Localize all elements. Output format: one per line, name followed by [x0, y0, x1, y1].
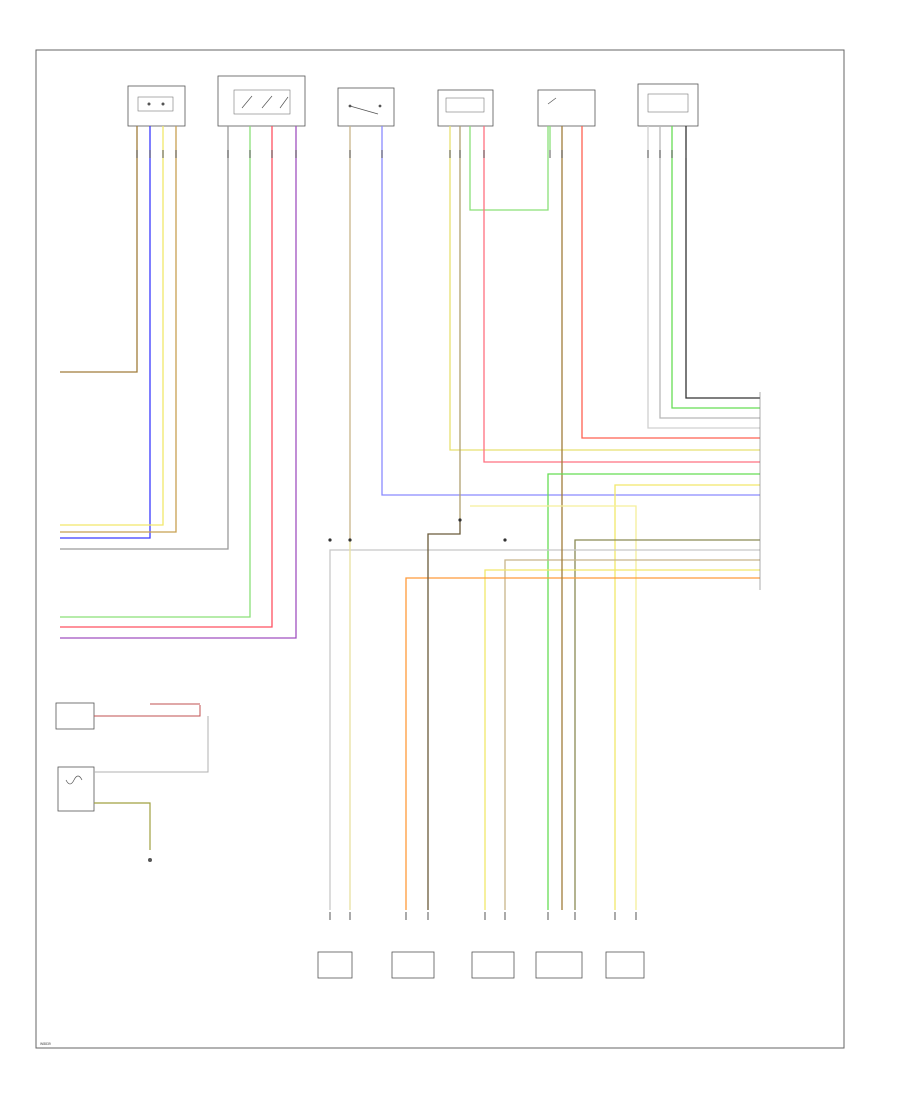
junction-dots [328, 518, 507, 542]
component-1 [127, 85, 186, 127]
bottom-connector-ticks [329, 912, 637, 920]
wire-olive-right [574, 539, 760, 910]
wire-gray-6 [659, 126, 760, 419]
ground-point [148, 858, 152, 862]
component-3 [337, 87, 395, 127]
wire-green-4 [469, 126, 549, 211]
component-4 [437, 89, 494, 127]
wire-lightgray-6 [647, 126, 760, 429]
wire-yellow-1 [60, 126, 164, 526]
component-6 [637, 83, 699, 127]
wire-yellow-right [614, 484, 760, 910]
wire-red-4 [483, 126, 760, 463]
wire-yellow-right-2 [470, 505, 637, 910]
wire-blue-3 [381, 126, 760, 496]
sensor-3 [471, 951, 515, 979]
wire-blue-1 [60, 126, 151, 539]
wire-green-6 [671, 126, 760, 409]
wire-gray-left [94, 716, 209, 773]
wire-red-left [94, 705, 201, 717]
wires [60, 126, 760, 910]
wire-tan-1 [60, 126, 177, 533]
wire-gray-2 [60, 126, 229, 550]
wire-green-2 [60, 126, 251, 618]
top-connector-ticks [136, 150, 687, 158]
left-component-1 [55, 702, 95, 730]
top-components [127, 75, 699, 127]
wire-purple-2 [60, 126, 297, 639]
wire-gray-right [329, 549, 760, 910]
sensor-5 [605, 951, 645, 979]
wire-brown-1 [60, 126, 138, 373]
bottom-sensors [317, 951, 645, 979]
component-2 [217, 75, 306, 127]
wire-yellow-4 [449, 126, 760, 451]
wire-red-5 [581, 126, 760, 439]
wire-green-right [547, 473, 760, 910]
wire-orange-right [405, 577, 760, 910]
wire-dark-6 [685, 126, 760, 399]
sensor-4 [535, 951, 583, 979]
wire-brown-right [427, 520, 461, 910]
wire-olive-left [94, 802, 151, 850]
left-component-2 [57, 766, 95, 812]
left-components [55, 702, 152, 862]
component-5 [537, 89, 596, 127]
wire-red-2 [60, 126, 273, 628]
sensor-2 [391, 951, 435, 979]
page-code: W8839 [40, 1042, 51, 1046]
sensor-1 [317, 951, 353, 979]
wire-tan-right [504, 559, 760, 910]
wire-yellow-right-3 [484, 569, 760, 910]
diagram-frame [35, 49, 845, 1049]
